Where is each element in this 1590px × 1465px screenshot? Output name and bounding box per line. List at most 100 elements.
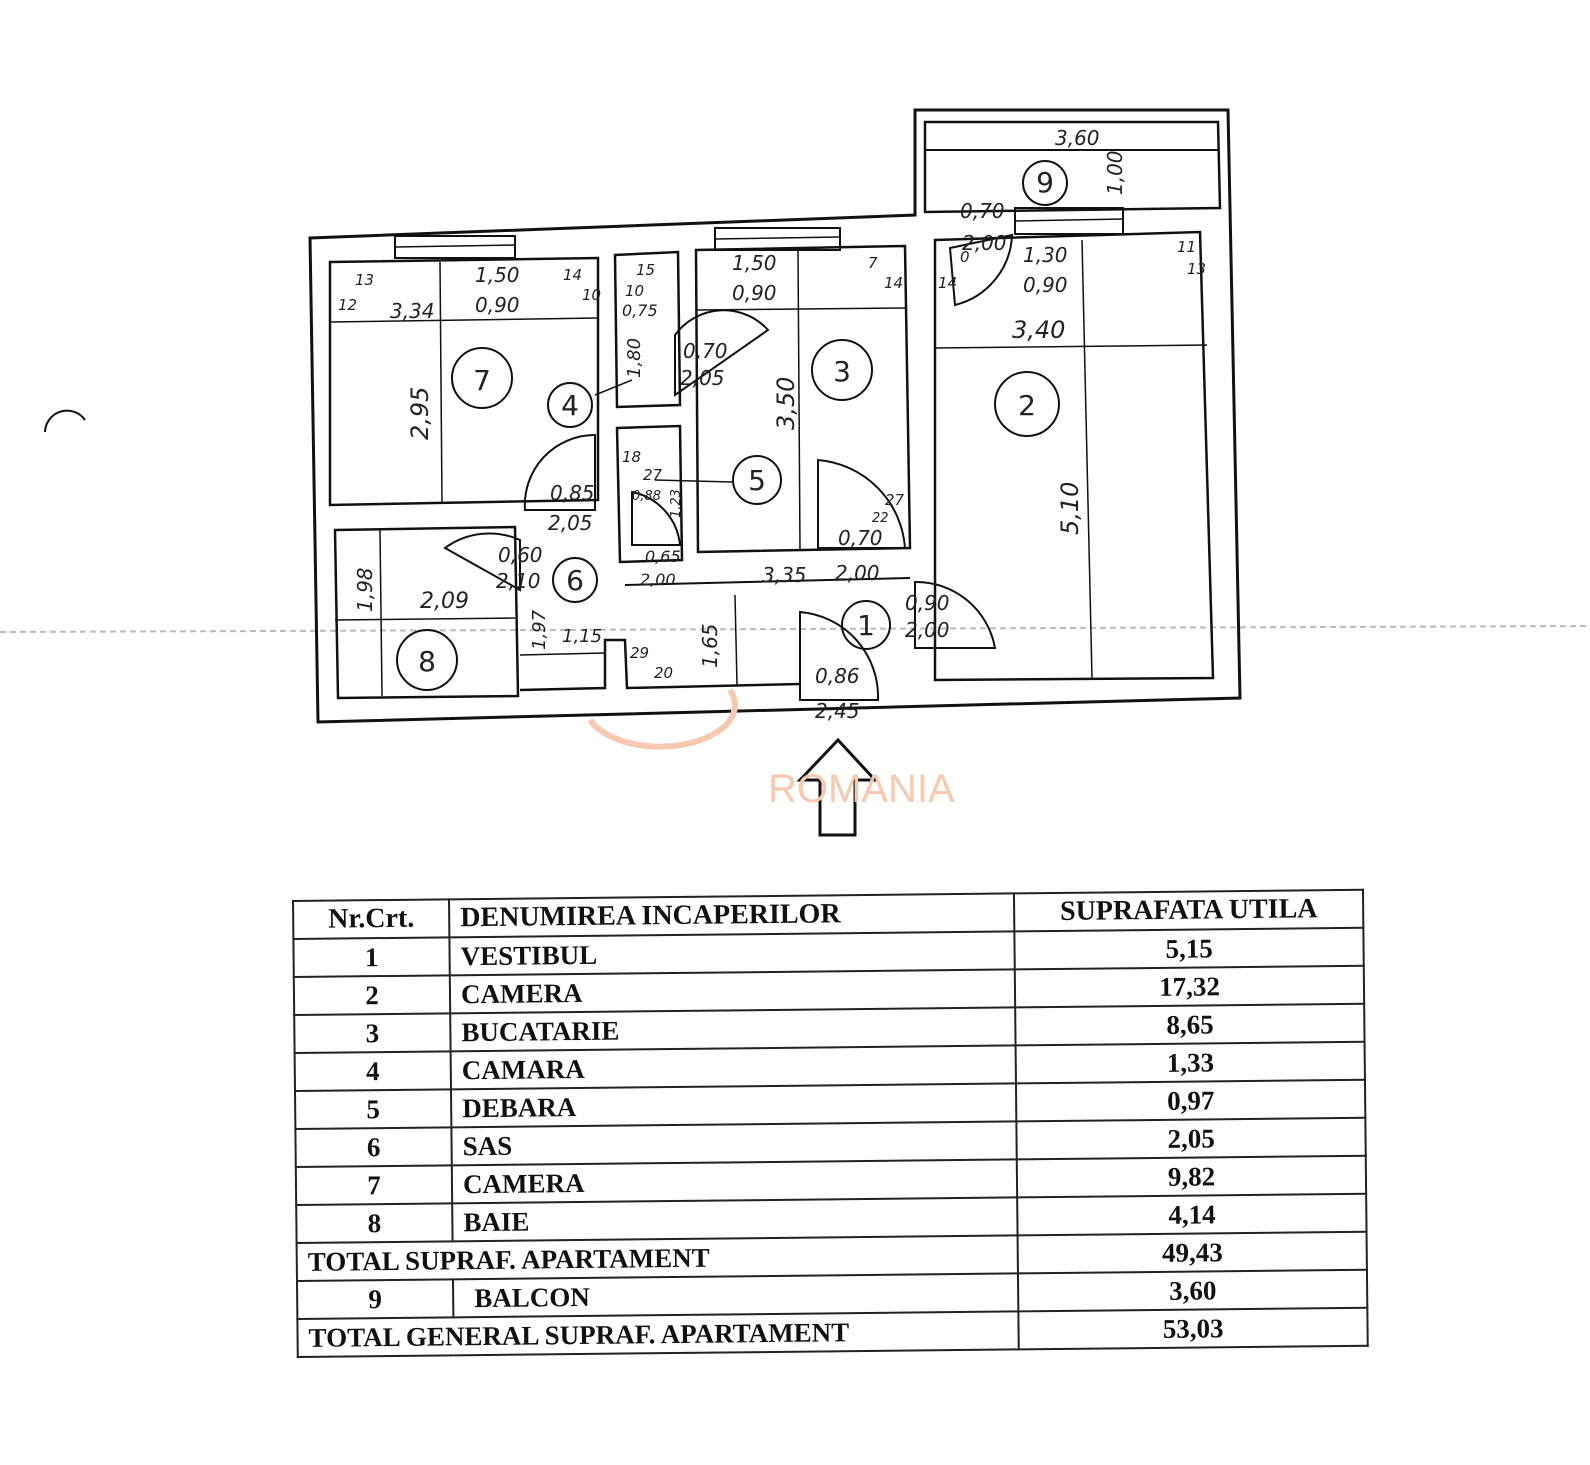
- header-room-name: DENUMIREA INCAPERILOR: [449, 893, 1015, 938]
- row-nr: 5: [295, 1089, 452, 1129]
- row-area: 17,32: [1015, 965, 1365, 1008]
- row-area: 0,97: [1016, 1079, 1366, 1122]
- row-nr: 4: [294, 1051, 452, 1091]
- dimension-label: 14: [563, 266, 582, 284]
- room-circle: [451, 347, 513, 409]
- room-number: 2: [1018, 389, 1036, 422]
- dimension-label: 12: [338, 296, 357, 314]
- total-general-label: TOTAL GENERAL SUPRAF. APARTAMENT: [297, 1311, 1019, 1357]
- row-area: 4,14: [1017, 1193, 1367, 1236]
- row-area: 5,15: [1014, 927, 1364, 970]
- total-general-area: 53,03: [1018, 1307, 1368, 1350]
- dimension-label: 1,50: [732, 251, 777, 275]
- dimension-label: 2,05: [680, 366, 725, 390]
- row-name: DEBARA: [451, 1083, 1017, 1128]
- row-name: CAMARA: [450, 1045, 1017, 1090]
- room-2-walls: [933, 230, 1215, 682]
- dimension-label: 13: [1187, 260, 1206, 278]
- dimension-label: 0,90: [475, 293, 520, 317]
- room-number: 9: [1036, 166, 1054, 199]
- row-area: 8,65: [1015, 1003, 1365, 1046]
- dimension-label: 2,00: [962, 231, 1007, 255]
- row-nr: 7: [295, 1165, 453, 1205]
- row-nr: 6: [295, 1127, 452, 1167]
- dimension-label: 3,60: [1055, 126, 1100, 150]
- dimension-label: 0,86: [815, 664, 860, 688]
- dimension-label: 1,15: [562, 626, 602, 647]
- dimension-label: 2,00: [835, 561, 880, 585]
- row-area: 1,33: [1015, 1041, 1365, 1084]
- row-nr: 9: [296, 1279, 454, 1319]
- row-name: CAMERA: [451, 1159, 1018, 1204]
- room-circle: [396, 629, 458, 691]
- dimension-label: 14: [884, 274, 903, 292]
- door-swing: [914, 580, 997, 649]
- dimension-label: 29: [630, 644, 649, 662]
- dimension-label: 0,70: [683, 339, 728, 363]
- dimension-label: 2,00: [640, 570, 676, 589]
- dimension-label: 0,90: [1023, 273, 1068, 297]
- room-number: 1: [857, 609, 875, 642]
- dimension-label: 1,80: [624, 338, 645, 378]
- dimension-label: 22: [872, 511, 889, 526]
- header-area: SUPRAFATA UTILA: [1014, 889, 1364, 932]
- room-circle: [811, 339, 873, 401]
- dimension-label: 1,97: [529, 609, 550, 650]
- row-nr: 2: [293, 975, 451, 1015]
- dimension-label: 0,88: [632, 489, 661, 504]
- dimension-label: 13: [355, 271, 374, 289]
- door-swing: [799, 610, 880, 701]
- dimension-label: 0,60: [498, 543, 543, 567]
- dimension-label: 15: [636, 261, 655, 279]
- door-swing: [948, 233, 1014, 307]
- row-area: 2,05: [1016, 1117, 1366, 1160]
- row-name: SAS: [451, 1121, 1018, 1166]
- balcony-inner: [923, 120, 1222, 214]
- door-swing: [674, 309, 770, 397]
- dimension-label: 5,10: [1056, 482, 1084, 535]
- room-circle: [547, 382, 593, 428]
- dimension-label: 1,50: [475, 263, 520, 287]
- hallway-walls: [519, 638, 801, 692]
- inner-wall-outline: [328, 256, 600, 507]
- floor-plan-drawing: ROMANIA 1 2 3 4 5 6 7 8 9 3,60 1,00 0,70…: [0, 108, 1590, 837]
- dimension-label: 3,34: [390, 299, 435, 323]
- dimension-label: 0,90: [732, 281, 777, 305]
- dimension-label: 20: [654, 664, 673, 682]
- dimension-label: 1,98: [353, 567, 377, 612]
- row-area: 3,60: [1018, 1269, 1368, 1312]
- door-swing: [443, 532, 521, 592]
- door-swing: [631, 490, 682, 546]
- row-nr: 8: [296, 1203, 453, 1243]
- watermark-text: ROMANIA: [768, 767, 955, 811]
- dimension-label: 18: [622, 448, 641, 466]
- dimension-label: 1,30: [1023, 243, 1068, 267]
- total-apartment-area: 49,43: [1017, 1231, 1367, 1274]
- entrance-arrow: [796, 737, 879, 837]
- dimension-label: 0,85: [550, 481, 595, 505]
- dimension-label: 2,09: [420, 589, 469, 614]
- dimension-label: 0,70: [838, 526, 883, 550]
- room-8-walls: [333, 525, 520, 700]
- room-number: 8: [418, 645, 436, 678]
- dimension-label: 2,45: [815, 699, 860, 723]
- header-nr: Nr.Crt.: [293, 899, 450, 939]
- room-circle: [994, 371, 1060, 437]
- door-swing: [817, 458, 907, 549]
- dimension-label: 0: [960, 248, 970, 266]
- room-number: 4: [561, 389, 579, 422]
- dimension-label: 1,65: [698, 623, 722, 668]
- door-swing: [523, 433, 596, 511]
- dimension-label: 2,00: [905, 618, 950, 642]
- room-number: 7: [473, 364, 491, 397]
- dimension-label: 2,95: [406, 387, 434, 440]
- dimension-label: 3,50: [772, 377, 800, 430]
- room-number: 6: [566, 564, 584, 597]
- dimension-label: 27: [643, 466, 663, 484]
- row-name: CAMERA: [449, 969, 1016, 1014]
- room-circle: [732, 455, 782, 505]
- dimension-label: 2,10: [496, 569, 541, 593]
- room-3-walls: [694, 244, 912, 554]
- room-circle: [1022, 160, 1068, 206]
- dimension-label: 2,05: [548, 511, 593, 535]
